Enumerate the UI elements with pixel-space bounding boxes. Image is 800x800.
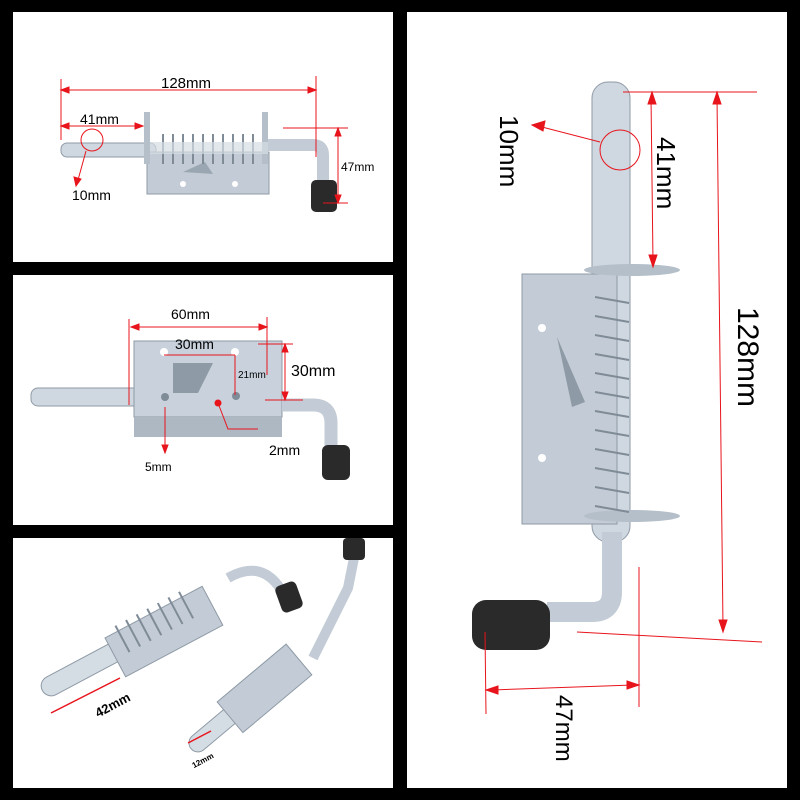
bracket-width-label: 60mm [171,306,210,322]
pin-diameter-label: 10mm [72,187,111,203]
handle-height-label: 47mm [341,160,375,174]
pin-length-label: 41mm [80,111,119,127]
panel-bracket-view: 60mm 30mm 21mm 30mm 5mm 2mm [13,275,393,525]
handle-offset-label: 47mm [550,695,577,762]
hole-vertical-label: 21mm [238,370,266,381]
panel-perspective-view: 42mm 12mm [13,538,393,788]
panel-vertical-view: 10mm 41mm 128mm 47mm [407,12,787,788]
latch-bracket-illustration [30,317,350,480]
hole-diameter-label: 5mm [145,460,172,474]
panel-side-view: 128mm 41mm 10mm 47mm [13,12,393,262]
pin-length-label: 41mm [651,137,681,210]
latch-perspective-illustration [40,538,365,753]
plate-thickness-label: 2mm [269,442,301,458]
overall-length-label: 128mm [731,307,764,408]
bracket-height-label: 30mm [291,363,336,380]
overall-length-label: 128mm [161,75,212,92]
latch-side-illustration [59,76,348,212]
pin-diameter-label: 10mm [494,115,524,188]
hole-spacing-label: 30mm [175,336,214,352]
latch-vertical-illustration [472,81,763,715]
